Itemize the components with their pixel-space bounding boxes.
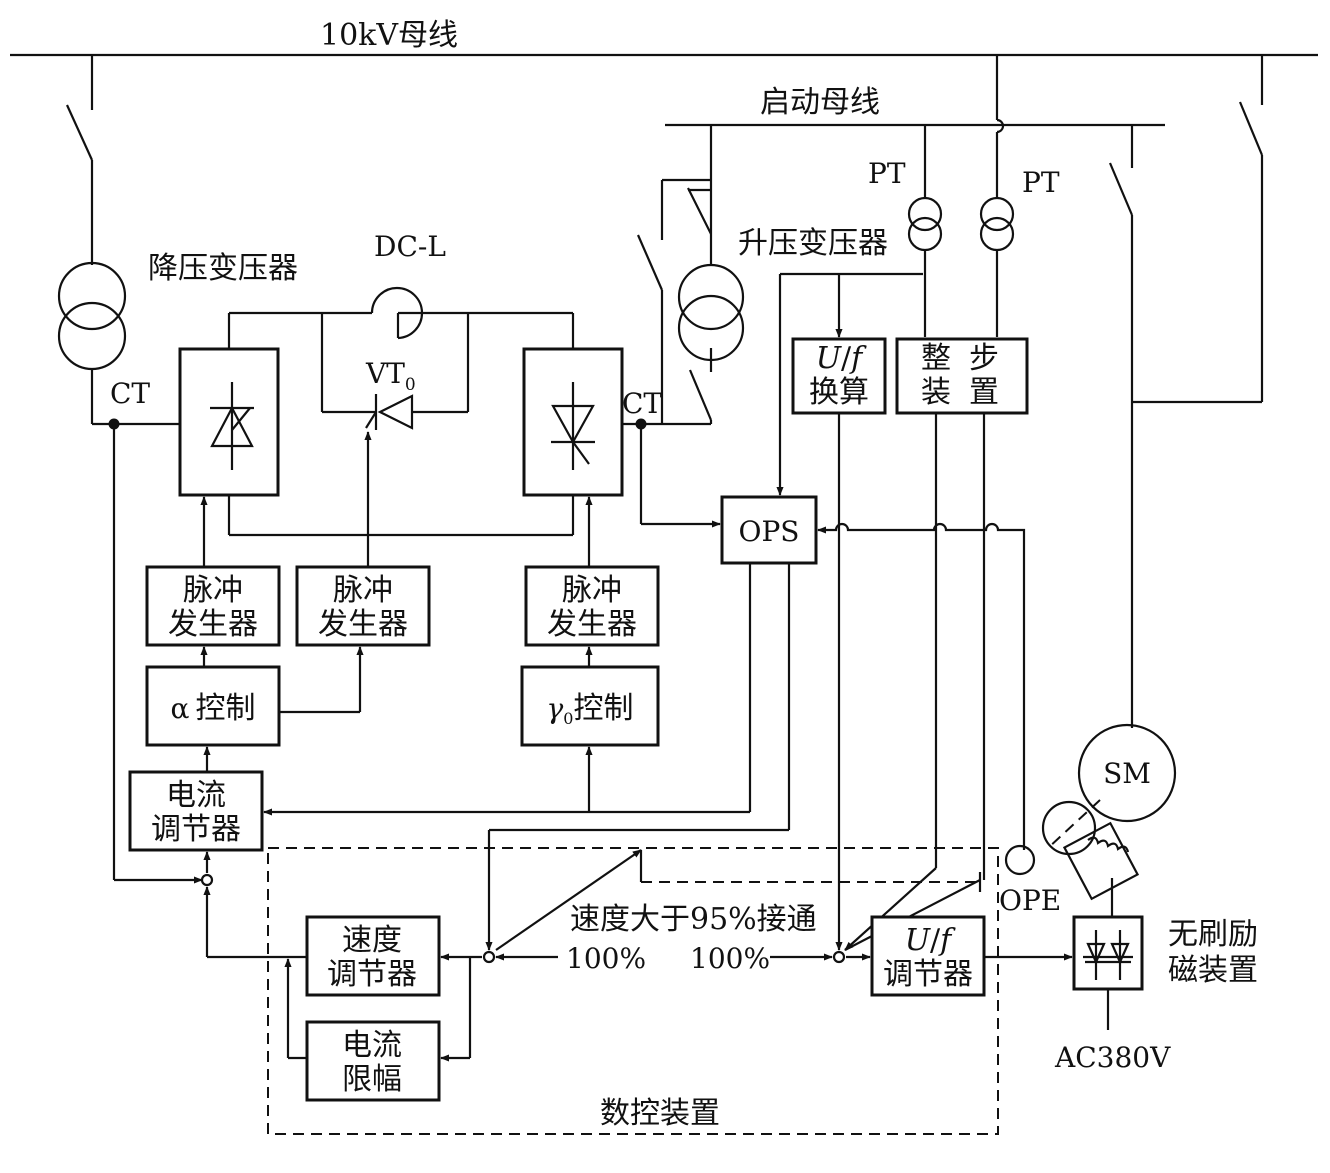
rectifier-bridge xyxy=(178,347,280,497)
speed-regulator-block: 速度 调节器 xyxy=(207,915,482,997)
svg-text:调节器: 调节器 xyxy=(327,957,417,992)
ope-label: OPE xyxy=(999,884,1061,917)
right-feeder-start-bus xyxy=(1108,125,1134,728)
inverter-bridge xyxy=(522,347,624,497)
svg-text:OPS: OPS xyxy=(739,515,800,548)
svg-text:调节器: 调节器 xyxy=(151,812,241,847)
bus-10kv-label: 10kV母线 xyxy=(320,18,458,53)
svg-text:SM: SM xyxy=(1103,757,1151,790)
synchronous-motor: SM OPE xyxy=(999,723,1177,917)
svg-text:发生器: 发生器 xyxy=(168,607,258,642)
current-regulator-block: 电流 调节器 xyxy=(128,562,752,873)
step-up-transformer-label: 升压变压器 xyxy=(738,226,888,261)
svg-text:发生器: 发生器 xyxy=(318,607,408,642)
pt-right: PT xyxy=(979,55,1060,337)
ct-right-node xyxy=(635,418,647,430)
exciter-winding xyxy=(1062,821,1140,901)
summing-junction-uf: 100% xyxy=(690,412,981,975)
brushless-excitation-label-1: 无刷励 xyxy=(1168,917,1258,952)
svg-text:装: 装 xyxy=(921,375,951,410)
svg-text:电流: 电流 xyxy=(342,1028,402,1063)
nc-device-boundary: 数控装置 xyxy=(267,847,999,1135)
svg-text:置: 置 xyxy=(969,375,999,410)
nc-device-label: 数控装置 xyxy=(600,1096,720,1131)
svg-text:电流: 电流 xyxy=(166,778,226,813)
step-up-branch: CT 升压变压器 xyxy=(622,125,923,430)
svg-text:限幅: 限幅 xyxy=(342,1062,402,1097)
dc-l-label: DC-L xyxy=(374,230,446,263)
step-down-transformer-label: 降压变压器 xyxy=(148,251,298,286)
ct-right-label: CT xyxy=(622,387,662,420)
ref-100-left: 100% xyxy=(566,942,646,975)
ref-100-right: 100% xyxy=(690,942,770,975)
ops-block: OPS xyxy=(639,274,1026,850)
svg-text:速度: 速度 xyxy=(342,923,402,958)
vt0-thyristor xyxy=(377,394,414,430)
dc-link: DC-L VT0 xyxy=(227,230,575,537)
step-up-transformer-winding-bottom xyxy=(677,294,745,362)
step-up-lower-switch xyxy=(688,369,713,421)
uf-regulator-block: U/f 调节器 xyxy=(870,915,1073,997)
summing-junction-current xyxy=(200,873,214,957)
svg-text:步: 步 xyxy=(969,341,999,376)
bus-start: 启动母线 xyxy=(665,85,1165,127)
pt-left-label: PT xyxy=(868,157,906,190)
step-down-transformer-winding-top xyxy=(57,261,127,331)
uf-conversion-block: U/f 换算 xyxy=(791,337,887,415)
pulse-generator-1: 脉冲 发生器 xyxy=(145,496,281,647)
sync-device-block: 整 步 装 置 xyxy=(895,337,1029,880)
gamma0-control-block: γ0控制 xyxy=(520,646,660,812)
svg-text:脉冲: 脉冲 xyxy=(183,573,243,608)
svg-text:脉冲: 脉冲 xyxy=(562,573,622,608)
svg-text:U/f: U/f xyxy=(905,923,956,958)
current-limit-block: 电流 限幅 xyxy=(284,957,472,1102)
svg-text:U/f: U/f xyxy=(816,341,867,376)
speed-switch-interlock: 速度大于95%接通 xyxy=(570,850,982,937)
bus-10kv: 10kV母线 xyxy=(10,18,1318,57)
right-feeder-10kv xyxy=(1132,55,1264,404)
left-breaker-switch xyxy=(65,104,94,161)
svg-text:γ0控制: γ0控制 xyxy=(547,691,634,728)
switch-speed-95-label: 速度大于95%接通 xyxy=(570,902,817,937)
brushless-excitation-label-2: 磁装置 xyxy=(1168,953,1258,988)
summing-junction-speed: 100% xyxy=(482,562,791,975)
svg-text:调节器: 调节器 xyxy=(883,957,973,992)
svg-text:发生器: 发生器 xyxy=(547,607,637,642)
svg-text:脉冲: 脉冲 xyxy=(333,573,393,608)
svg-text:换算: 换算 xyxy=(809,375,869,410)
left-feeder: CT 降压变压器 xyxy=(57,55,298,884)
vt0-label: VT0 xyxy=(365,357,416,395)
svg-text:整: 整 xyxy=(921,341,951,376)
ope-sensor xyxy=(1004,844,1036,876)
svg-text:α控制: α控制 xyxy=(171,691,256,726)
bus-start-label: 启动母线 xyxy=(760,85,880,120)
pt-right-label: PT xyxy=(1022,166,1060,199)
dc-l-reactor xyxy=(370,286,424,340)
pulse-generator-3: 脉冲 发生器 xyxy=(524,496,660,647)
step-down-transformer-winding-bottom xyxy=(57,301,127,371)
brushless-excitation-block: 无刷励 磁装置 AC380V xyxy=(1054,915,1258,1074)
pt-left: PT xyxy=(868,125,943,337)
ac380v-label: AC380V xyxy=(1054,1041,1171,1074)
ct-left-label: CT xyxy=(110,377,150,410)
pulse-generator-2: 脉冲 发生器 xyxy=(295,431,431,647)
